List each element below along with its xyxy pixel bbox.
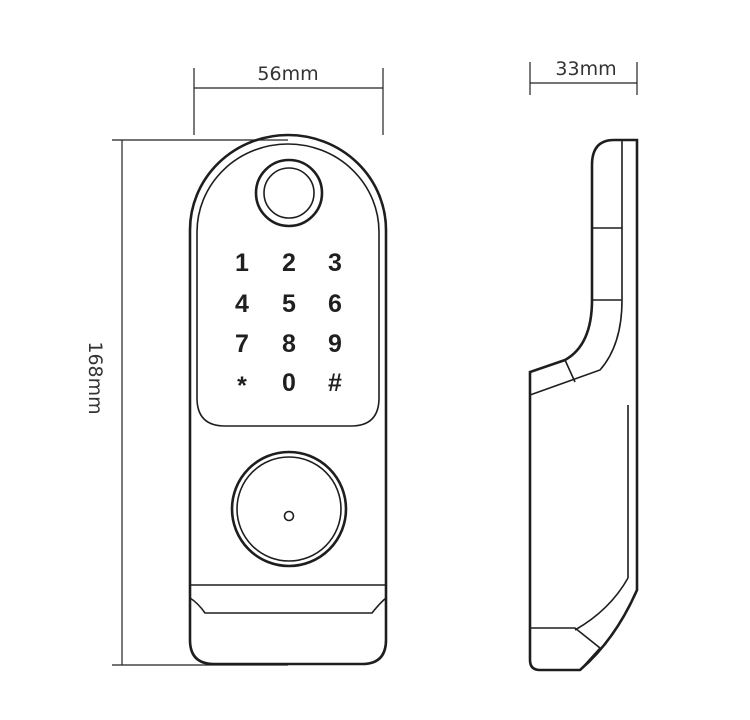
side-body-outline [528, 138, 639, 672]
side-view [528, 138, 639, 672]
knob-inner-ring [236, 456, 342, 562]
height-dimension: 168mm [84, 139, 288, 666]
keypad-key-0[interactable]: 0 [282, 369, 296, 397]
side-bottom-curve [574, 577, 629, 631]
knob-outer-ring [230, 450, 348, 568]
depth-dimension: 33mm [529, 58, 638, 95]
front-bottom-bevel [189, 584, 387, 614]
fingerprint-sensor [254, 158, 324, 228]
side-inner-outline [529, 140, 623, 396]
side-seam-lower [564, 359, 576, 383]
width-dimension: 56mm [193, 63, 384, 135]
keypad-key-9[interactable]: 9 [328, 330, 342, 358]
width-label: 56mm [257, 63, 318, 85]
front-view: 1 2 3 4 5 6 7 8 9 * 0 # [188, 133, 388, 666]
keypad-key-hash[interactable]: # [328, 369, 342, 397]
side-bottom-bevel [530, 627, 602, 671]
keypad-key-5[interactable]: 5 [282, 290, 296, 318]
height-label: 168mm [84, 341, 106, 414]
keypad-key-4[interactable]: 4 [235, 290, 249, 318]
bevel-line-middle [189, 597, 387, 614]
keypad-key-2[interactable]: 2 [282, 249, 296, 277]
keypad-key-8[interactable]: 8 [282, 330, 296, 358]
keypad-key-3[interactable]: 3 [328, 249, 342, 277]
fingerprint-outer-ring [254, 158, 324, 228]
keypad: 1 2 3 4 5 6 7 8 9 * 0 # [235, 249, 342, 400]
thumb-turn-knob[interactable] [230, 450, 348, 568]
fingerprint-inner-ring [263, 167, 315, 219]
keypad-key-star[interactable]: * [237, 372, 247, 400]
key-hole-icon [283, 510, 295, 522]
front-body-outline [188, 133, 388, 666]
keypad-key-7[interactable]: 7 [235, 330, 249, 358]
keypad-key-1[interactable]: 1 [235, 249, 249, 277]
keypad-key-6[interactable]: 6 [328, 290, 342, 318]
keypad-panel [196, 143, 380, 427]
depth-label: 33mm [555, 58, 616, 80]
